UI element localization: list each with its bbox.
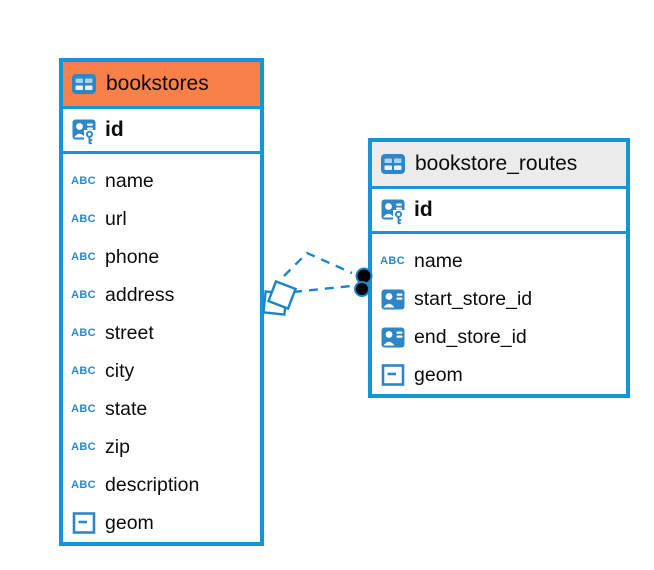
column-name: end_store_id (414, 325, 527, 348)
column-name: zip (105, 435, 130, 458)
table-icon (379, 153, 406, 175)
relation-source-square-marker (262, 279, 298, 316)
column-list: ABC name ABC url ABC phone ABC address A… (63, 154, 260, 542)
column-row-street[interactable]: ABC street (63, 314, 260, 352)
column-row-id[interactable]: id (63, 109, 260, 154)
column-name: name (105, 169, 154, 192)
reference-icon (379, 327, 406, 348)
entity-table-bookstore-routes[interactable]: bookstore_routes id ABC name start_store… (368, 138, 630, 398)
entity-table-bookstores[interactable]: bookstores id ABC name ABC url ABC phone… (59, 58, 264, 546)
column-name: geom (105, 511, 154, 534)
text-type-icon: ABC (380, 254, 405, 267)
column-row-end-store-id[interactable]: end_store_id (372, 318, 626, 356)
text-type-icon: ABC (71, 402, 96, 415)
column-row-zip[interactable]: ABC zip (63, 428, 260, 466)
column-name: state (105, 397, 148, 420)
column-row-geom[interactable]: geom (63, 504, 260, 542)
relation-line-lower[interactable] (292, 284, 352, 294)
text-type-icon: ABC (71, 250, 96, 263)
entity-header-bookstores[interactable]: bookstores (63, 62, 260, 109)
text-type-icon: ABC (71, 478, 96, 491)
column-row-state[interactable]: ABC state (63, 390, 260, 428)
primary-key-icon (379, 195, 406, 225)
column-row-phone[interactable]: ABC phone (63, 238, 260, 276)
column-name: city (105, 359, 135, 382)
primary-key-icon (70, 115, 97, 145)
text-type-icon: ABC (71, 440, 96, 453)
column-name: id (105, 118, 124, 141)
text-type-icon: ABC (71, 364, 96, 377)
entity-title: bookstore_routes (415, 152, 578, 175)
column-row-name[interactable]: ABC name (63, 162, 260, 200)
text-type-icon: ABC (71, 326, 96, 339)
column-row-description[interactable]: ABC description (63, 466, 260, 504)
geometry-icon (379, 364, 406, 386)
column-name: geom (414, 363, 463, 386)
column-row-name[interactable]: ABC name (372, 242, 626, 280)
column-row-url[interactable]: ABC url (63, 200, 260, 238)
column-name: street (105, 321, 154, 344)
column-row-start-store-id[interactable]: start_store_id (372, 280, 626, 318)
column-row-city[interactable]: ABC city (63, 352, 260, 390)
reference-icon (379, 289, 406, 310)
column-row-address[interactable]: ABC address (63, 276, 260, 314)
relation-line-upper[interactable] (283, 251, 353, 277)
geometry-icon (70, 512, 97, 534)
column-name: name (414, 249, 463, 272)
text-type-icon: ABC (71, 288, 96, 301)
text-type-icon: ABC (71, 174, 96, 187)
column-name: description (105, 473, 200, 496)
entity-title: bookstores (106, 72, 209, 95)
column-name: phone (105, 245, 160, 268)
table-icon (70, 73, 97, 95)
column-row-id[interactable]: id (372, 189, 626, 234)
entity-header-bookstore-routes[interactable]: bookstore_routes (372, 142, 626, 189)
column-name: address (105, 283, 175, 306)
column-name: id (414, 198, 433, 221)
column-row-geom[interactable]: geom (372, 356, 626, 394)
column-list: ABC name start_store_id end_store_id geo… (372, 234, 626, 394)
text-type-icon: ABC (71, 212, 96, 225)
column-name: start_store_id (414, 287, 533, 310)
column-name: url (105, 207, 127, 230)
